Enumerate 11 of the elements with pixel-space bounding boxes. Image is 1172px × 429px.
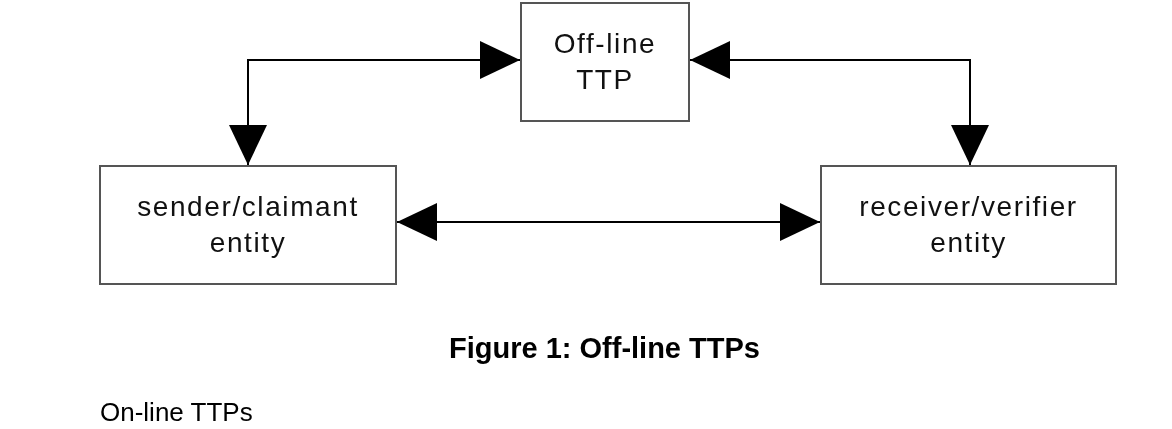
double-headed-arrow: [689, 41, 989, 166]
double-headed-arrow: [396, 203, 821, 241]
section-heading: On-line TTPs: [100, 397, 253, 427]
process-box: [520, 2, 690, 122]
figure-caption: Figure 1: Off-line TTPs: [449, 332, 760, 365]
process-box: [820, 165, 1117, 285]
node-label: sender/claimant entity: [136, 190, 360, 260]
node-label: receiver/verifier entity: [858, 190, 1079, 260]
double-headed-arrow: [229, 41, 521, 166]
process-box: [99, 165, 397, 285]
node-label: Off-line TTP: [552, 27, 658, 97]
